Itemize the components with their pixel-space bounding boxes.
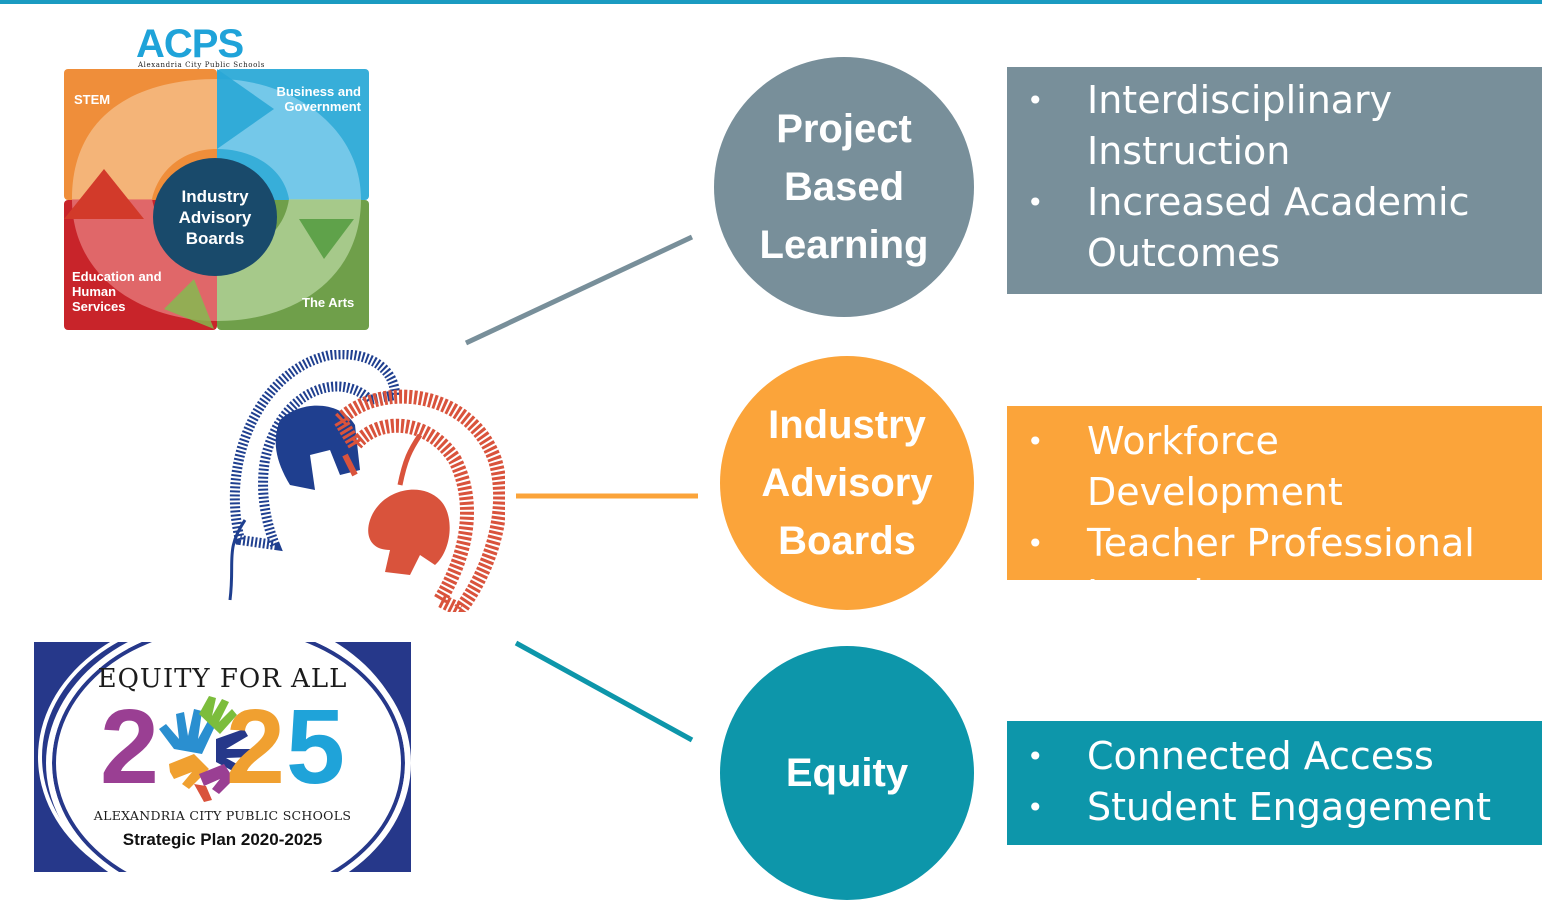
- bullet-text: Interdisciplinary Instruction: [1087, 78, 1393, 173]
- red-helmet-graphic: [331, 389, 505, 612]
- hands-icon: [159, 696, 252, 802]
- bullet-icon: •: [1027, 740, 1044, 773]
- top-accent-bar: [0, 0, 1542, 4]
- bullet-text: Workforce Development: [1087, 419, 1343, 514]
- pillar-box-iab: • Workforce Development • Teacher Profes…: [1007, 406, 1542, 616]
- bullet-icon: •: [1027, 84, 1044, 117]
- helmets-logo: [228, 350, 505, 612]
- acps-center-circle: Industry Advisory Boards: [153, 158, 277, 276]
- list-item: • Teacher Professional Learning: [1007, 518, 1542, 620]
- blue-helmet-graphic: [228, 350, 401, 601]
- acps-center-label: Industry Advisory Boards: [178, 186, 252, 248]
- equity-logo-plan: Strategic Plan 2020-2025: [122, 830, 323, 849]
- list-item: • Interdisciplinary Instruction: [1007, 75, 1542, 177]
- pillar-title-pbl: Project Based Learning: [759, 107, 929, 267]
- bullet-icon: •: [1027, 791, 1044, 824]
- acps-logo-subtitle: Alexandria City Public Schools: [138, 61, 265, 69]
- bullet-icon: •: [1027, 425, 1044, 458]
- equity-logo-school: ALEXANDRIA CITY PUBLIC SCHOOLS: [93, 808, 352, 823]
- pillar-circle-equity: Equity: [720, 646, 974, 900]
- list-item: • Student Engagement: [1007, 782, 1542, 833]
- bullet-icon: •: [1027, 527, 1044, 560]
- connector-equity: [514, 640, 694, 743]
- pillar-box-equity: • Connected Access • Student Engagement: [1007, 721, 1542, 845]
- quadrant-education-label: Education and Human Services: [72, 269, 162, 314]
- pillar-title-equity: Equity: [785, 751, 909, 795]
- quadrant-business-label: Business and Government: [276, 84, 361, 114]
- equity-year-digit-2: 2: [226, 688, 285, 806]
- acps-logo-title: ACPS: [136, 22, 244, 66]
- bullet-icon: •: [1027, 186, 1044, 219]
- pillar-box-pbl: • Interdisciplinary Instruction • Increa…: [1007, 67, 1542, 294]
- bullet-text: Student Engagement: [1087, 785, 1492, 829]
- pillar-title-iab: Industry Advisory Boards: [761, 403, 933, 563]
- list-item: • Workforce Development: [1007, 416, 1542, 518]
- equity-year-digit-1: 2: [100, 688, 159, 806]
- acps-logo: ACPS Alexandria City Public Schools STEM…: [0, 20, 380, 335]
- bullet-text: Increased Academic Outcomes: [1087, 180, 1470, 275]
- list-item: • Increased Academic Outcomes: [1007, 177, 1542, 279]
- list-item: • Connected Access: [1007, 731, 1542, 782]
- bullet-text: Connected Access: [1087, 734, 1434, 778]
- quadrant-arts-label: The Arts: [302, 295, 355, 310]
- bullet-text: Teacher Professional Learning: [1087, 521, 1475, 616]
- equity-year-digit-3: 5: [286, 688, 345, 806]
- equity-logo-title: EQUITY FOR ALL: [97, 664, 348, 694]
- connector-pbl: [464, 234, 694, 346]
- pillar-circle-pbl: Project Based Learning: [714, 57, 974, 317]
- pillar-circle-iab: Industry Advisory Boards: [720, 356, 974, 610]
- equity-2025-logo: EQUITY FOR ALL 2 2 5 ALEXANDRIA CITY PUB…: [34, 642, 411, 872]
- quadrant-stem-label: STEM: [74, 92, 111, 107]
- cycle-arrows-graphic: [64, 69, 361, 329]
